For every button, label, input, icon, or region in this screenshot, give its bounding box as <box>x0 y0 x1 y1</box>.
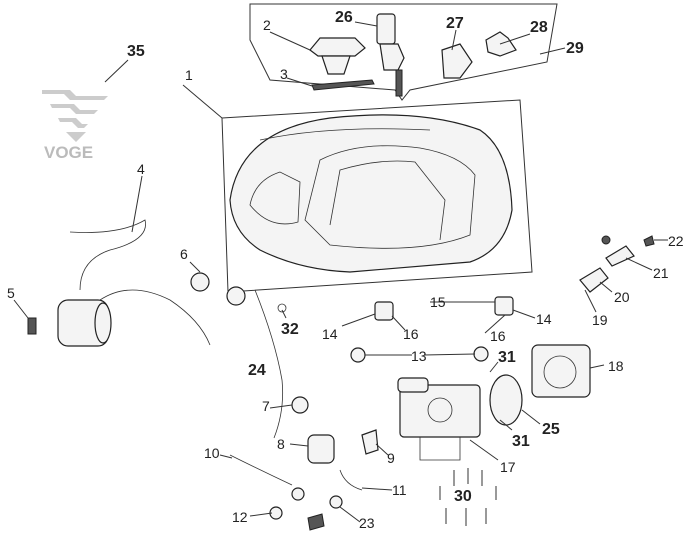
label-22: 22 <box>668 233 684 249</box>
part-grommet <box>473 346 489 362</box>
part-screws <box>439 468 497 526</box>
label-8: 8 <box>277 436 285 452</box>
part-o-ring <box>601 235 611 245</box>
part-fuel-hose <box>229 454 293 486</box>
part-drain-hose <box>254 289 284 439</box>
part-clamp <box>291 487 305 501</box>
label-23: 23 <box>359 515 375 531</box>
label-14: 14 <box>536 311 552 327</box>
label-21: 21 <box>653 265 669 281</box>
part-grommet <box>190 272 210 292</box>
part-fuel-filter <box>307 434 335 464</box>
label-30: 30 <box>454 488 472 505</box>
label-3: 3 <box>280 66 288 82</box>
label-14: 14 <box>322 326 338 342</box>
part-injector <box>579 267 609 293</box>
label-20: 20 <box>614 289 630 305</box>
part-grommet <box>226 286 246 306</box>
label-16: 16 <box>403 326 419 342</box>
label-19: 19 <box>592 312 608 328</box>
label-32: 32 <box>281 321 299 338</box>
part-fuel-hose-short <box>339 469 363 491</box>
label-10: 10 <box>204 445 220 461</box>
label-17: 17 <box>500 459 516 475</box>
part-bushing <box>494 296 514 316</box>
label-11: 11 <box>392 482 407 498</box>
part-clip <box>277 303 287 313</box>
label-25: 25 <box>542 421 560 438</box>
label-18: 18 <box>608 358 624 374</box>
label-31: 31 <box>498 349 516 366</box>
label-35: 35 <box>127 43 145 60</box>
label-16: 16 <box>490 328 506 344</box>
part-lock <box>441 43 473 79</box>
label-13: 13 <box>411 348 427 364</box>
label-26: 26 <box>335 9 353 26</box>
label-5: 5 <box>7 285 15 301</box>
label-15: 15 <box>430 294 446 310</box>
label-7: 7 <box>262 398 270 414</box>
part-screw <box>643 235 655 247</box>
part-gasket <box>311 79 375 91</box>
part-injector-holder <box>605 245 635 267</box>
part-clamp <box>329 495 343 509</box>
part-bolt <box>27 317 37 335</box>
ignition-set-outline <box>249 3 558 101</box>
part-ignition-switch <box>376 13 405 97</box>
part-grommet <box>350 347 366 363</box>
part-throttle-body-2 <box>531 344 591 398</box>
label-24: 24 <box>248 362 266 379</box>
part-intake-boot <box>489 374 523 426</box>
label-4: 4 <box>137 161 145 177</box>
part-bushing <box>374 301 394 321</box>
part-throttle-body <box>397 377 481 461</box>
part-fitting <box>361 429 379 455</box>
label-2: 2 <box>263 17 271 33</box>
part-spring <box>307 513 325 531</box>
part-tank-cover <box>229 114 513 273</box>
part-labels: 1 2 3 4 5 6 7 8 9 10 11 12 13 14 14 15 1… <box>7 9 684 531</box>
part-clamp <box>291 396 309 414</box>
label-27: 27 <box>446 15 464 32</box>
brand-logo-text: VOGE <box>44 143 93 162</box>
label-6: 6 <box>180 246 188 262</box>
label-9: 9 <box>387 450 395 466</box>
part-fuel-cap <box>309 37 366 75</box>
label-29: 29 <box>566 40 584 57</box>
leader-lines <box>13 21 668 523</box>
label-12: 12 <box>232 509 248 525</box>
part-evap-hoses <box>57 219 211 347</box>
label-1: 1 <box>185 67 193 83</box>
label-28: 28 <box>530 19 548 36</box>
tank-cover-outline <box>221 99 533 293</box>
label-31: 31 <box>512 433 530 450</box>
brand-logo: VOGE <box>42 90 108 162</box>
